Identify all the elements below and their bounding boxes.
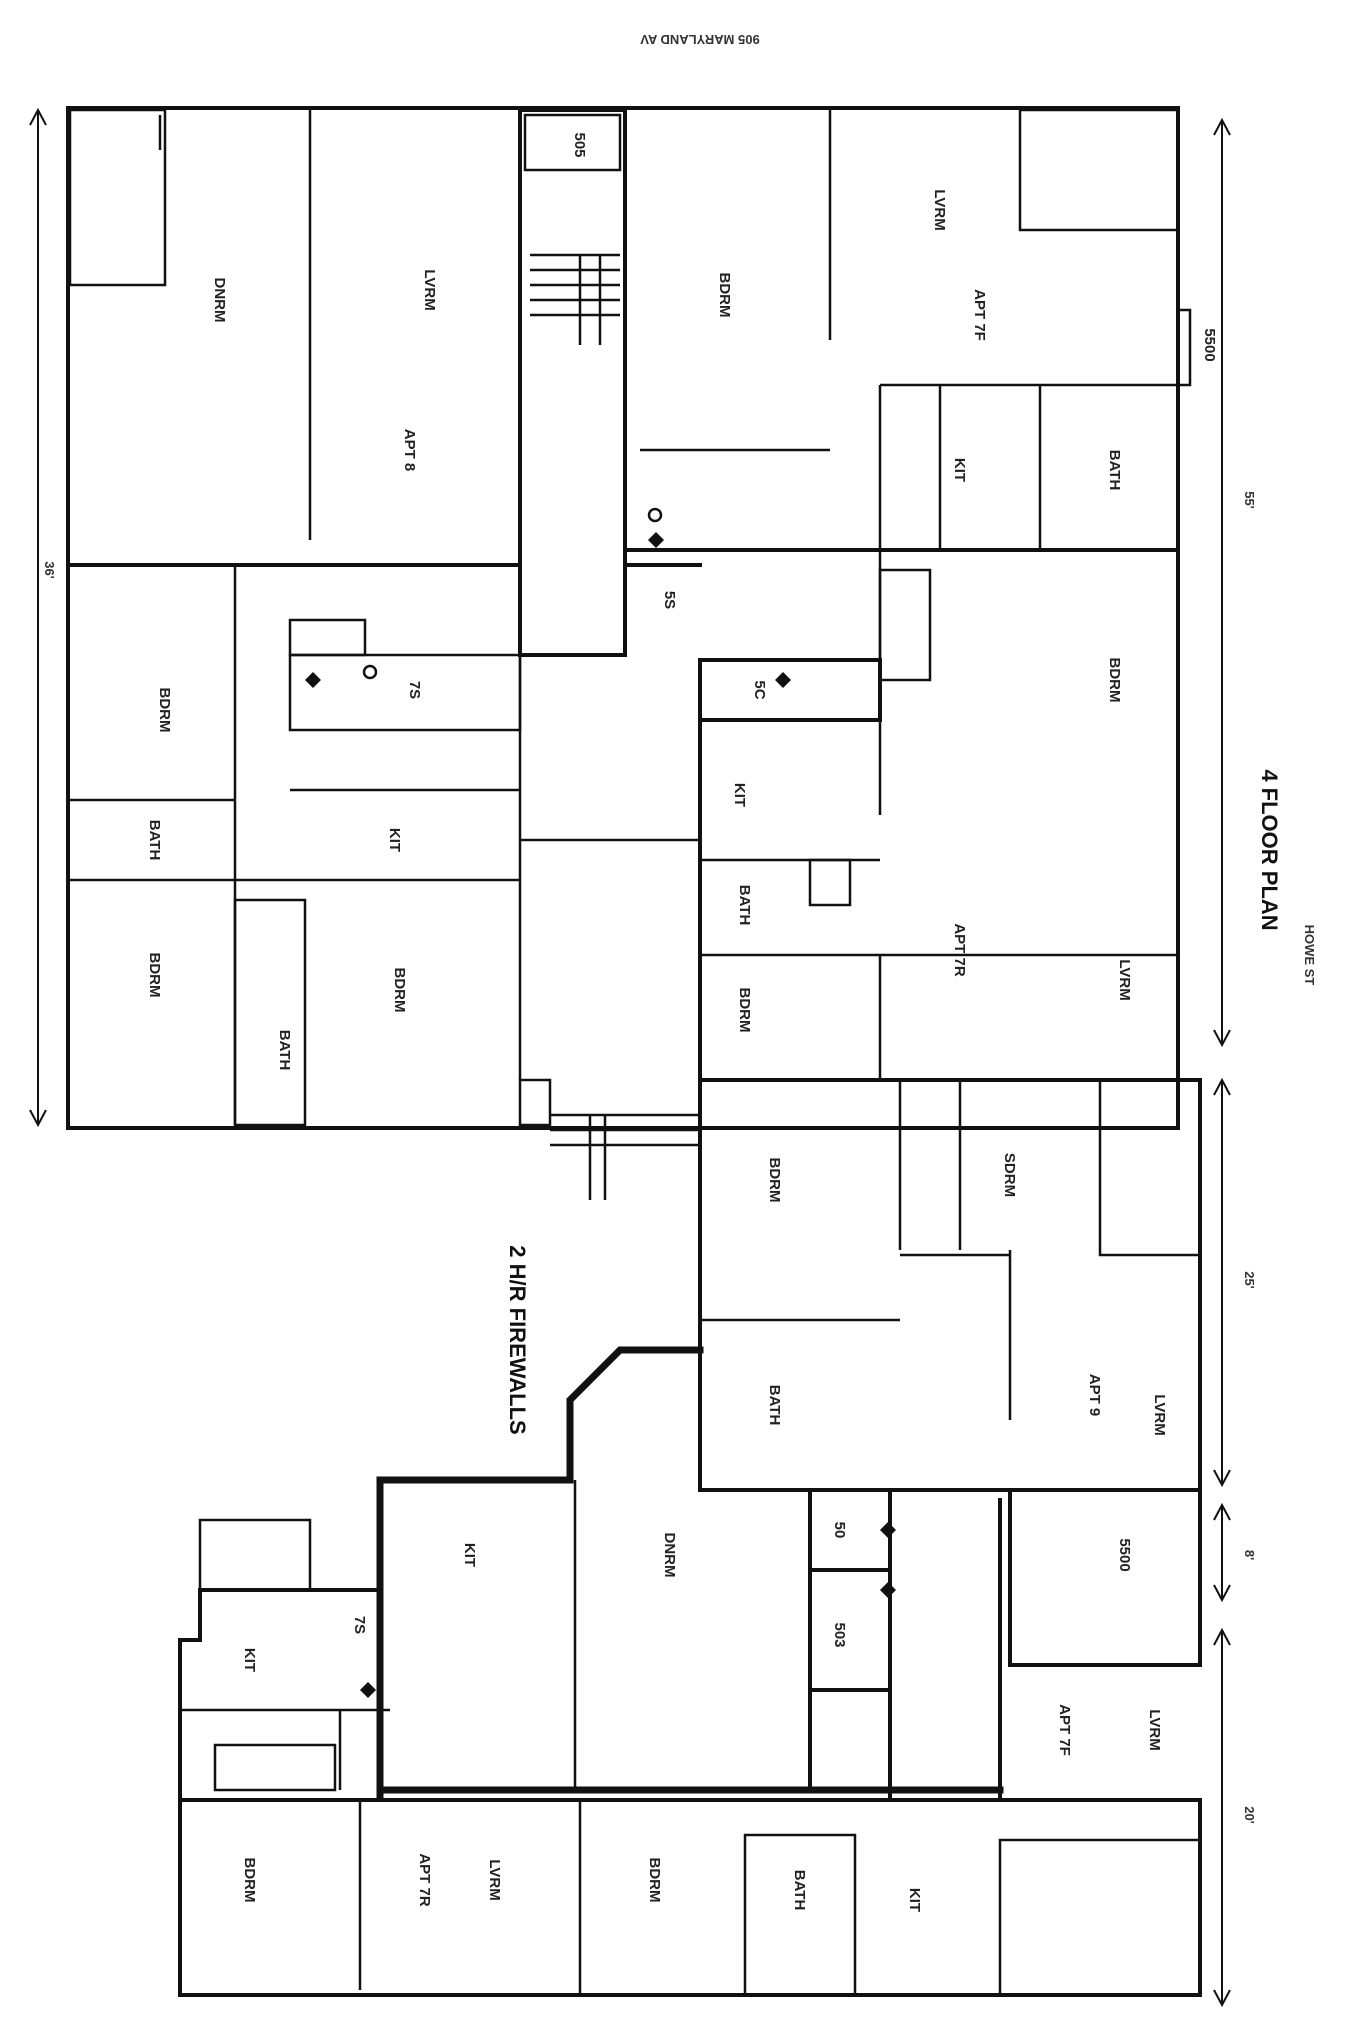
closet-box [998,1838,1202,1997]
room-label-bdrm: BDRM [241,1858,258,1903]
stair-core [518,108,627,657]
top-address: 905 MARYLAND AV [640,32,760,47]
plan-title: 4 FLOOR PLAN [1257,769,1282,930]
room-label-503: 503 [831,1622,848,1647]
closet-box [198,1518,312,1592]
room-label-lvrm: LVRM [931,189,948,230]
dimension-left-top: 36' [42,561,57,579]
firewall [376,1346,704,1799]
room-label-lvrm: LVRM [1146,1709,1163,1750]
room-label-bath: BATH [1106,450,1123,491]
closet-box [1018,108,1180,232]
street-name: HOWE ST [1302,925,1317,986]
dimension-right-top: 55' [1242,491,1257,509]
dimension-right-small: 8' [1242,1550,1257,1560]
smoke-detector-icon [305,507,896,1698]
room-label-dnrm: DNRM [211,278,228,323]
dimension-lines [29,107,1231,2008]
room-label-kit: KIT [906,1888,923,1912]
room-label-bdrm: BDRM [1106,658,1123,703]
front-stair [550,1113,700,1200]
dimension-right-mid: 25' [1242,1271,1257,1289]
room-label-bath: BATH [146,820,163,861]
closet-box [68,108,167,287]
firewall-note: 2 H/R FIREWALLS [505,1245,530,1434]
room-label-lvrm: LVRM [1151,1394,1168,1435]
room-label-bdrm: BDRM [391,968,408,1013]
room-label-5s: 5S [661,591,678,609]
room-label-7s: 7S [351,1616,368,1634]
room-label-bdrm: BDRM [146,953,163,998]
room-label-5500: 5500 [1201,328,1218,361]
bath-box [743,1833,857,1997]
dimension-right-bottom: 20' [1242,1806,1257,1824]
closet-box [288,653,522,732]
closet-5c [698,658,882,722]
room-label-bath: BATH [736,885,753,926]
room-label-bdrm: BDRM [156,688,173,733]
room-505-box [523,113,622,172]
room-label-apt7f: APT 7F [1056,1704,1073,1756]
room-label-kit: KIT [461,1543,478,1567]
room-label-7s: 7S [406,681,423,699]
room-label-kit: KIT [951,458,968,482]
room-label-apt9: APT 9 [1086,1374,1103,1417]
bottom-apartments [178,1798,1202,1997]
room-label-bdrm: BDRM [646,1858,663,1903]
wall [178,1478,382,1992]
room-5500-box [1008,1488,1202,1667]
room-label-kit: KIT [731,783,748,807]
bath-box [233,898,307,1127]
room-label-apt8: APT 8 [401,429,418,472]
room-label-apt7r: APT 7R [951,923,968,977]
room-label-kit: KIT [386,828,403,852]
room-label-505: 505 [571,132,588,157]
wall-stub [518,1078,552,1127]
chimney-5800 [1176,308,1192,387]
closet-box [1098,1078,1202,1257]
apt9-block [698,1078,1202,1492]
room-label-bdrm: BDRM [766,1158,783,1203]
room-label-bath: BATH [276,1030,293,1071]
room-label-bdrm: BDRM [716,273,733,318]
stair-treads [530,253,620,345]
room-label-sdrm: SDRM [1001,1153,1018,1197]
room-label-kit: KIT [241,1648,258,1672]
room-label-5c: 5C [751,680,768,699]
room-label-50: 50 [831,1522,848,1539]
room-label-bdrm: BDRM [736,988,753,1033]
room-label-apt7r: APT 7R [416,1853,433,1907]
bath-box [213,1743,337,1792]
room-label-lvrm: LVRM [421,269,438,310]
room-label-bath: BATH [766,1385,783,1426]
room-label-bath: BATH [791,1870,808,1911]
closet-box [878,568,932,682]
closet-box [288,618,367,657]
room-label-apt7f: APT 7F [971,289,988,341]
closet-box [808,858,852,907]
room-label-lvrm: LVRM [486,1859,503,1900]
room-label-dnrm: DNRM [661,1533,678,1578]
room-label-5500: 5500 [1116,1538,1133,1571]
room-label-lvrm: LVRM [1116,959,1133,1000]
